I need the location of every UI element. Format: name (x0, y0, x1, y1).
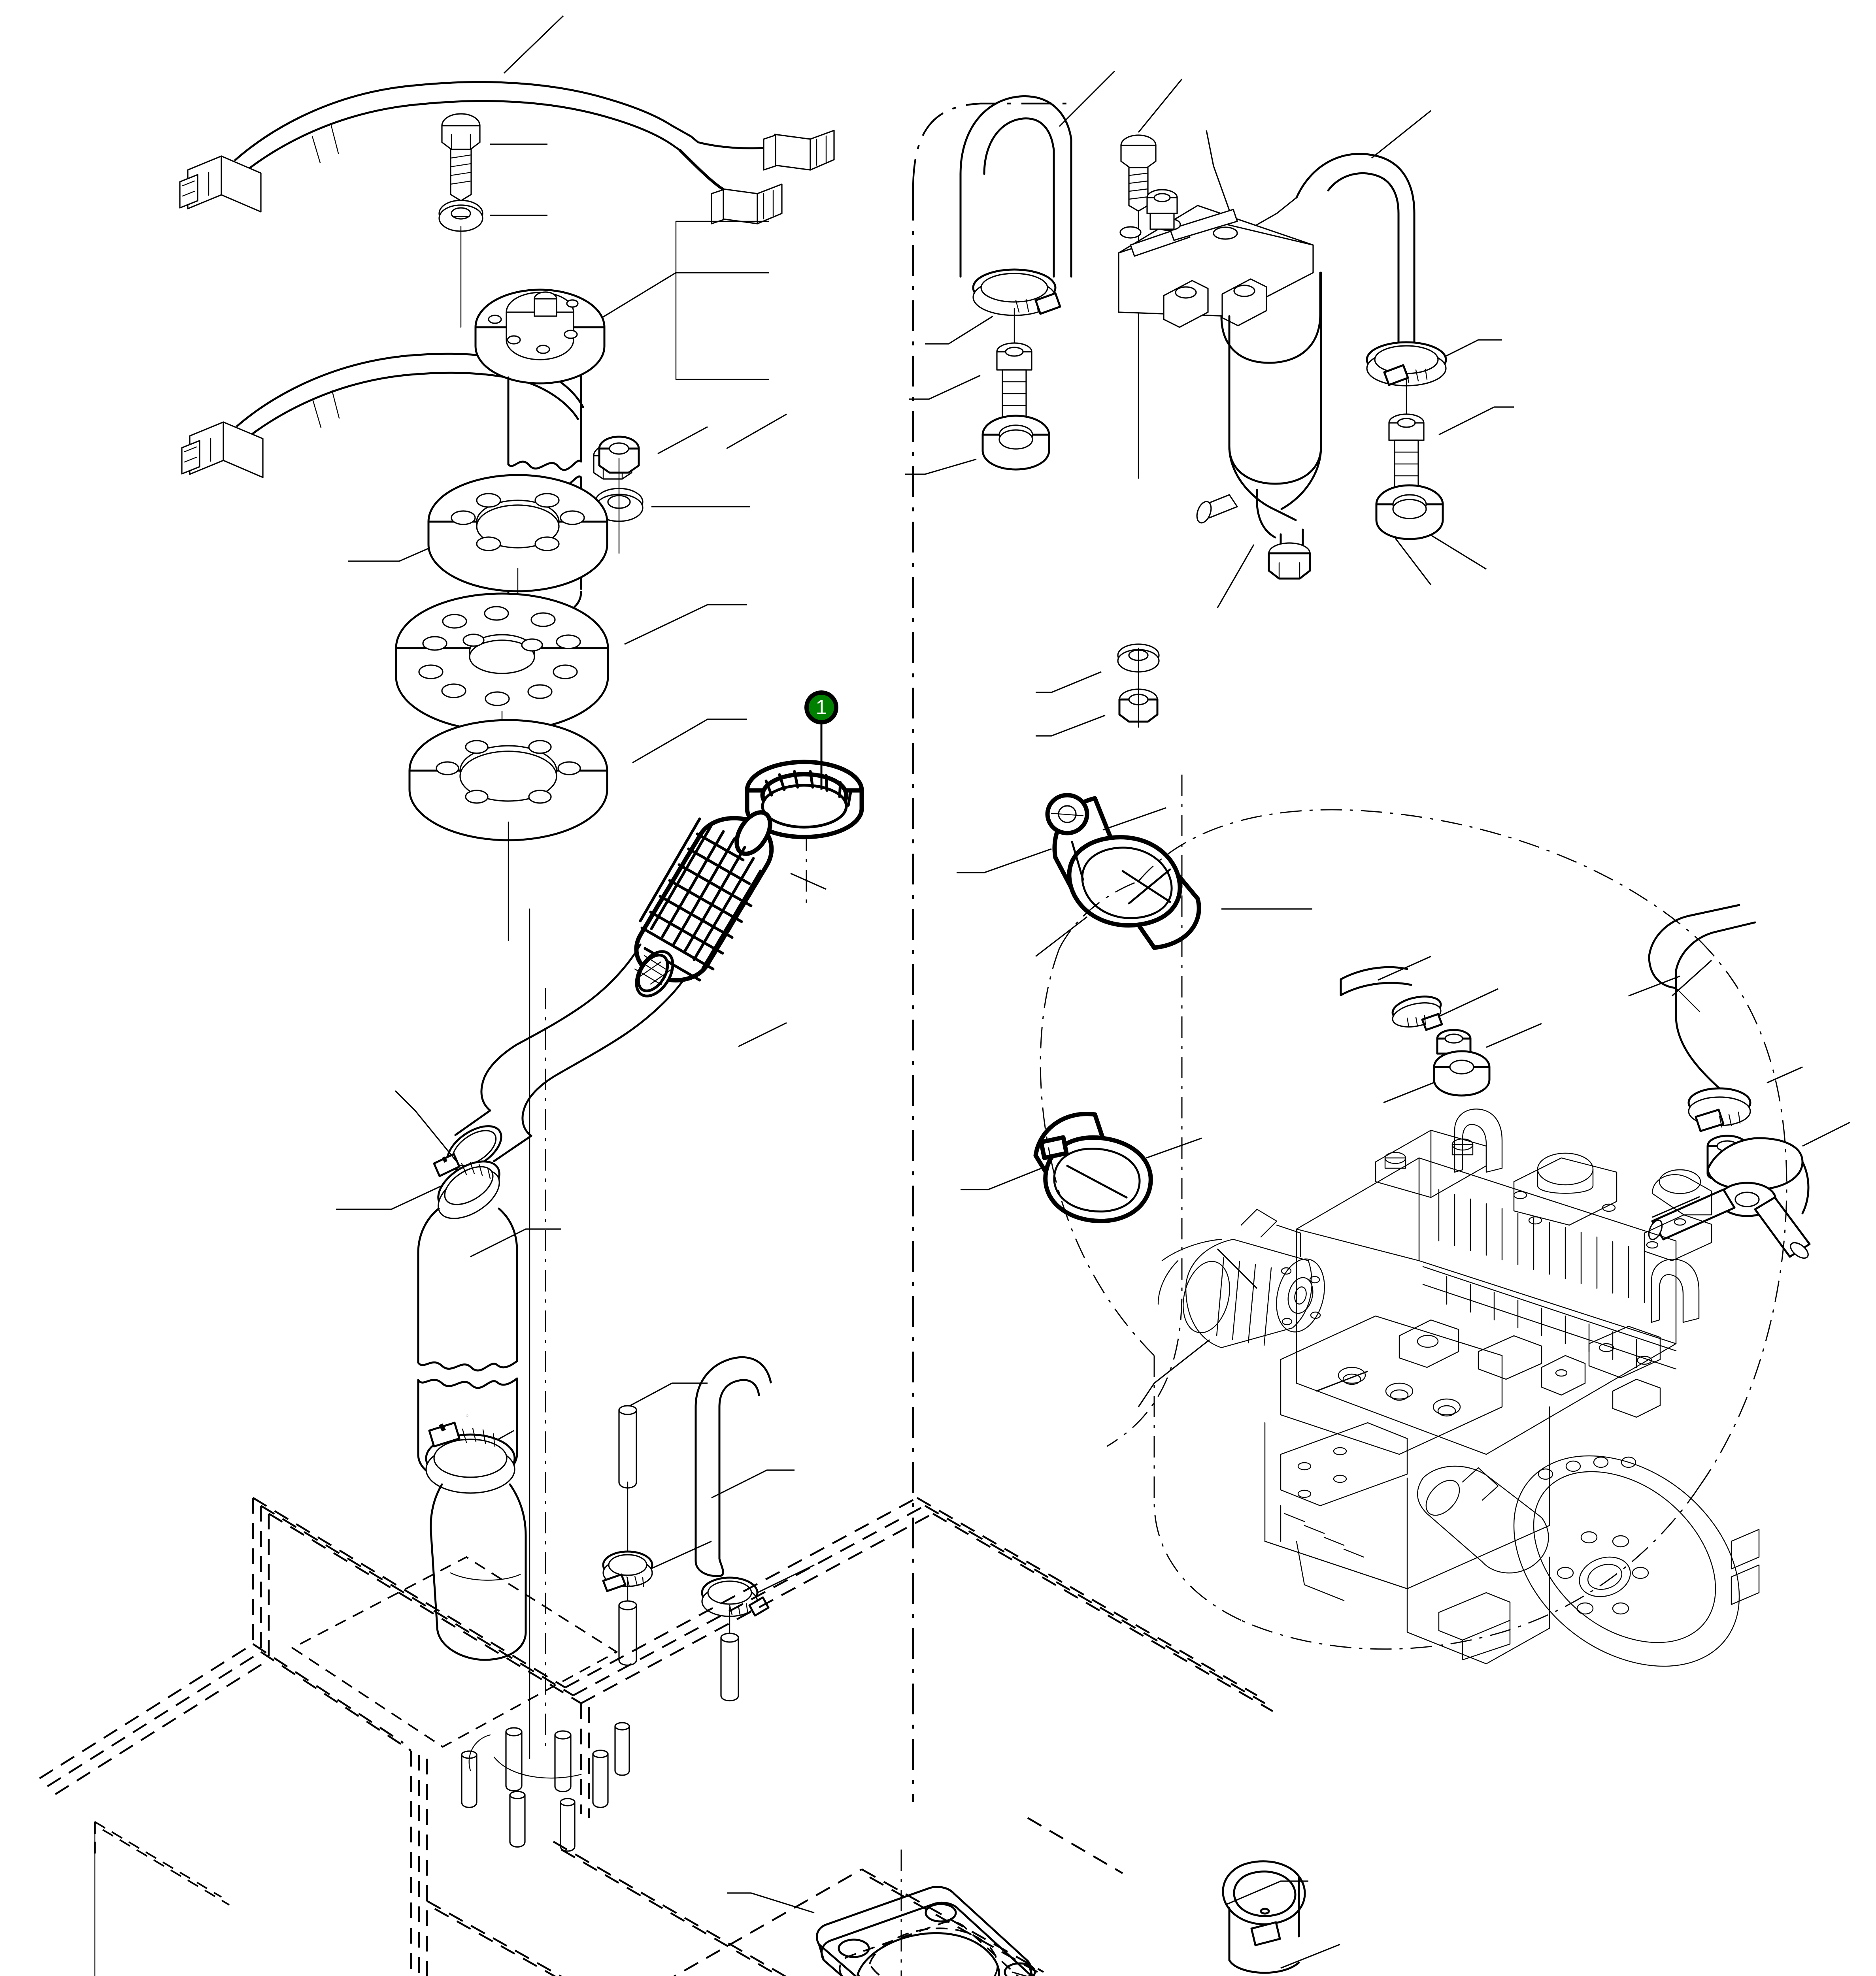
callout-marker-1[interactable]: 1 (804, 690, 838, 724)
fuel-sender-wiring-harness-group (179, 15, 835, 478)
tank-gasket-plate-and-hardware-group (727, 1886, 1036, 1976)
strainer-filter-element (634, 810, 827, 997)
strainer-and-suction-hose-group (336, 760, 864, 1701)
engine-feed-lines (1340, 904, 1850, 1259)
water-separator-sediment-bowl-group (905, 70, 1514, 737)
section-centerlines (545, 102, 1183, 1976)
fuel-tank-hidden-outline (39, 1497, 1274, 1976)
tank-stud-set (461, 1722, 630, 1852)
fuel-sender-and-flange-stack-group (348, 113, 787, 1852)
strainer-collar-ring (745, 760, 864, 839)
hose-bracket-group (957, 793, 1340, 1974)
engine-assembly-reference (1040, 809, 1787, 1667)
